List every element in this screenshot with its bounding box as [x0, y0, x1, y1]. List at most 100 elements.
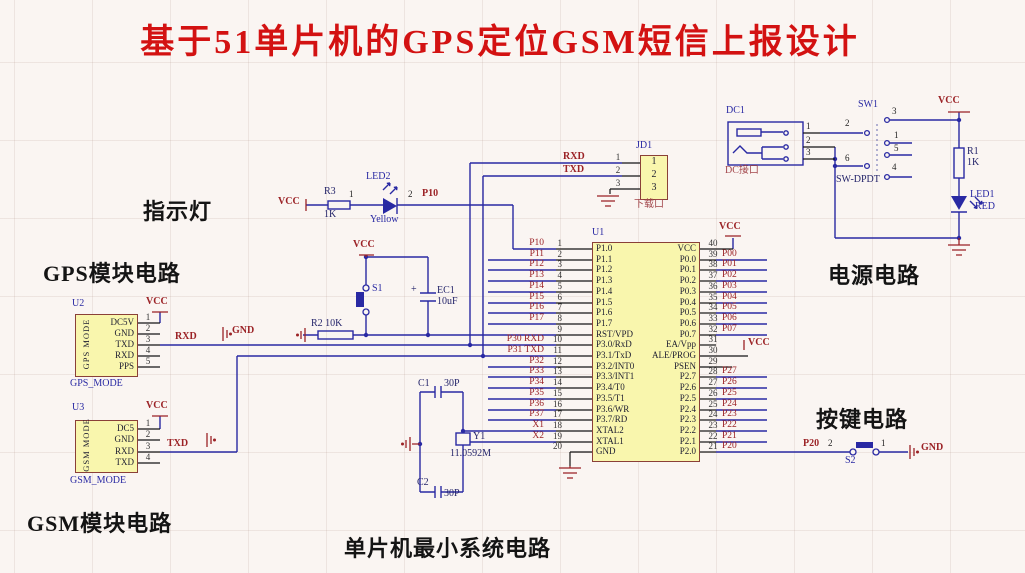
s1-button-cap: [356, 292, 364, 307]
label-xtal-freq: 11.0592M: [450, 448, 492, 459]
u1-pin-number: 15: [553, 388, 562, 398]
u1-pin-name: P3.6/WR: [596, 404, 630, 414]
u1-pin-name: P2.0: [679, 446, 696, 456]
u2-pin-number: 4: [145, 345, 151, 355]
u1-pin-name: P0.6: [679, 318, 696, 328]
u1-net-label: P20: [722, 441, 737, 451]
u1-net-label: P21: [722, 431, 737, 441]
jd1-pin: 1: [651, 156, 657, 167]
u1-pin-number: 4: [557, 270, 563, 280]
u1-net-label: P05: [722, 302, 737, 312]
label-power-sw1: SW1: [858, 99, 878, 110]
u1-pin-number: 14: [553, 377, 562, 387]
u1-pin-name: P1.3: [596, 275, 613, 285]
u2-pin-number: 3: [145, 334, 151, 344]
label-u1-ref: U1: [592, 227, 605, 238]
led2-arrows-icon: [382, 182, 398, 195]
u1-pin-name: P2.5: [679, 393, 696, 403]
u3-pin-number: 4: [145, 452, 151, 462]
u1-net-label: P25: [722, 388, 737, 398]
generated-wires: [138, 248, 850, 464]
label-reset-ec1_val: 10uF: [437, 296, 458, 307]
r3-resistor: [327, 200, 351, 210]
section-label-button: 按键电路: [816, 407, 909, 432]
dc1-jack-outline: [727, 121, 804, 166]
u1-net-label: P14: [529, 281, 544, 291]
label-xtal-c1_val: 30P: [444, 378, 460, 389]
u1-net-label: P15: [529, 292, 544, 302]
label-led2-vcc: VCC: [278, 196, 300, 207]
label-btn-gnd: GND: [921, 442, 944, 453]
label-btn-net: P20: [803, 438, 820, 449]
label-led2-r3: R3: [324, 186, 336, 197]
label-u1-vcc_top: VCC: [719, 221, 741, 232]
u1-net-label: P34: [529, 377, 544, 387]
u1-net-label: P01: [722, 259, 737, 269]
u1-pin-number: 9: [557, 324, 563, 334]
label-power-sw1_type: SW-DPDT: [836, 174, 880, 185]
u1-pin-number: 16: [553, 399, 562, 409]
label-led2-ref: LED2: [366, 171, 391, 182]
page-title: 基于51单片机的GPS定位GSM短信上报设计: [140, 24, 860, 61]
u1-pin-name: P0.5: [679, 307, 696, 317]
u1-pin-name: P1.5: [596, 297, 613, 307]
u3-gsm-module-body: [75, 420, 138, 473]
label-btn-pin2: 2: [828, 438, 833, 448]
label-power-led1_color: RED: [975, 201, 995, 212]
label-power-sw_pins-p1: 1: [894, 130, 899, 140]
u1-net-label: P37: [529, 409, 544, 419]
label-u3-vcc: VCC: [146, 400, 168, 411]
u1-pin-number: 5: [557, 281, 563, 291]
u1-pin-number: 1: [557, 238, 563, 248]
u1-pin-number: 12: [553, 356, 562, 366]
u1-pin-number: 8: [557, 313, 563, 323]
s2-button-cap: [856, 442, 873, 448]
u1-net-label: P36: [529, 399, 544, 409]
u1-pin-number: 3: [557, 259, 563, 269]
label-u2-gnd: GND: [232, 325, 255, 336]
label-jd1-net1: RXD: [563, 151, 585, 162]
u2-pin-number: 5: [145, 356, 151, 366]
label-reset-ec1: EC1: [437, 285, 455, 296]
u2-pin-name: GND: [114, 328, 135, 338]
u1-pin-number: 28: [708, 366, 718, 376]
u1-pin-number: 34: [708, 302, 718, 312]
label-power-r1_val: 1K: [967, 157, 980, 168]
u1-net-label: P07: [722, 324, 737, 334]
label-xtal-y1: Y1: [473, 431, 486, 442]
u1-pin-name: P2.7: [679, 371, 696, 381]
u1-net-label: P16: [529, 302, 544, 312]
led2-diode-icon: [383, 198, 397, 214]
u3-pin-number: 2: [145, 429, 151, 439]
u1-pin-name: P2.1: [679, 436, 696, 446]
u1-pin-name: P1.1: [596, 254, 613, 264]
u1-pin-number: 19: [553, 431, 562, 441]
jd1-pin-number: 3: [615, 178, 621, 188]
u1-net-label: P13: [529, 270, 544, 280]
u1-net-label: P32: [529, 356, 544, 366]
label-power-led1: LED1: [970, 189, 995, 200]
label-u2-net: RXD: [175, 331, 197, 342]
section-label-indicator: 指示灯: [143, 199, 213, 224]
u2-pin-name: DC5V: [110, 317, 134, 327]
label-power-dc1: DC1: [726, 105, 745, 116]
label-jd1-footer: 下载口: [634, 199, 664, 210]
u1-pin-number: 37: [708, 270, 718, 280]
u1-pin-number: 20: [553, 441, 562, 451]
led1-diode-icon: [951, 196, 967, 210]
u1-pin-number: 27: [708, 377, 718, 387]
label-led2-color: Yellow: [370, 214, 399, 225]
jd1-pin-number: 2: [615, 165, 621, 175]
u1-pin-name: P1.6: [596, 307, 613, 317]
label-led2-net: P10: [422, 188, 439, 199]
u1-pin-name: P2.6: [679, 382, 696, 392]
u3-pin-name: RXD: [114, 446, 134, 456]
u1-pin-name: PSEN: [673, 361, 696, 371]
power-symbols: [152, 111, 970, 479]
label-power-r1: R1: [967, 146, 979, 157]
label-power-sw_pins-p5: 5: [894, 143, 899, 153]
label-led2-pin2: 2: [408, 189, 413, 199]
u1-pin-name: P0.3: [679, 286, 696, 296]
